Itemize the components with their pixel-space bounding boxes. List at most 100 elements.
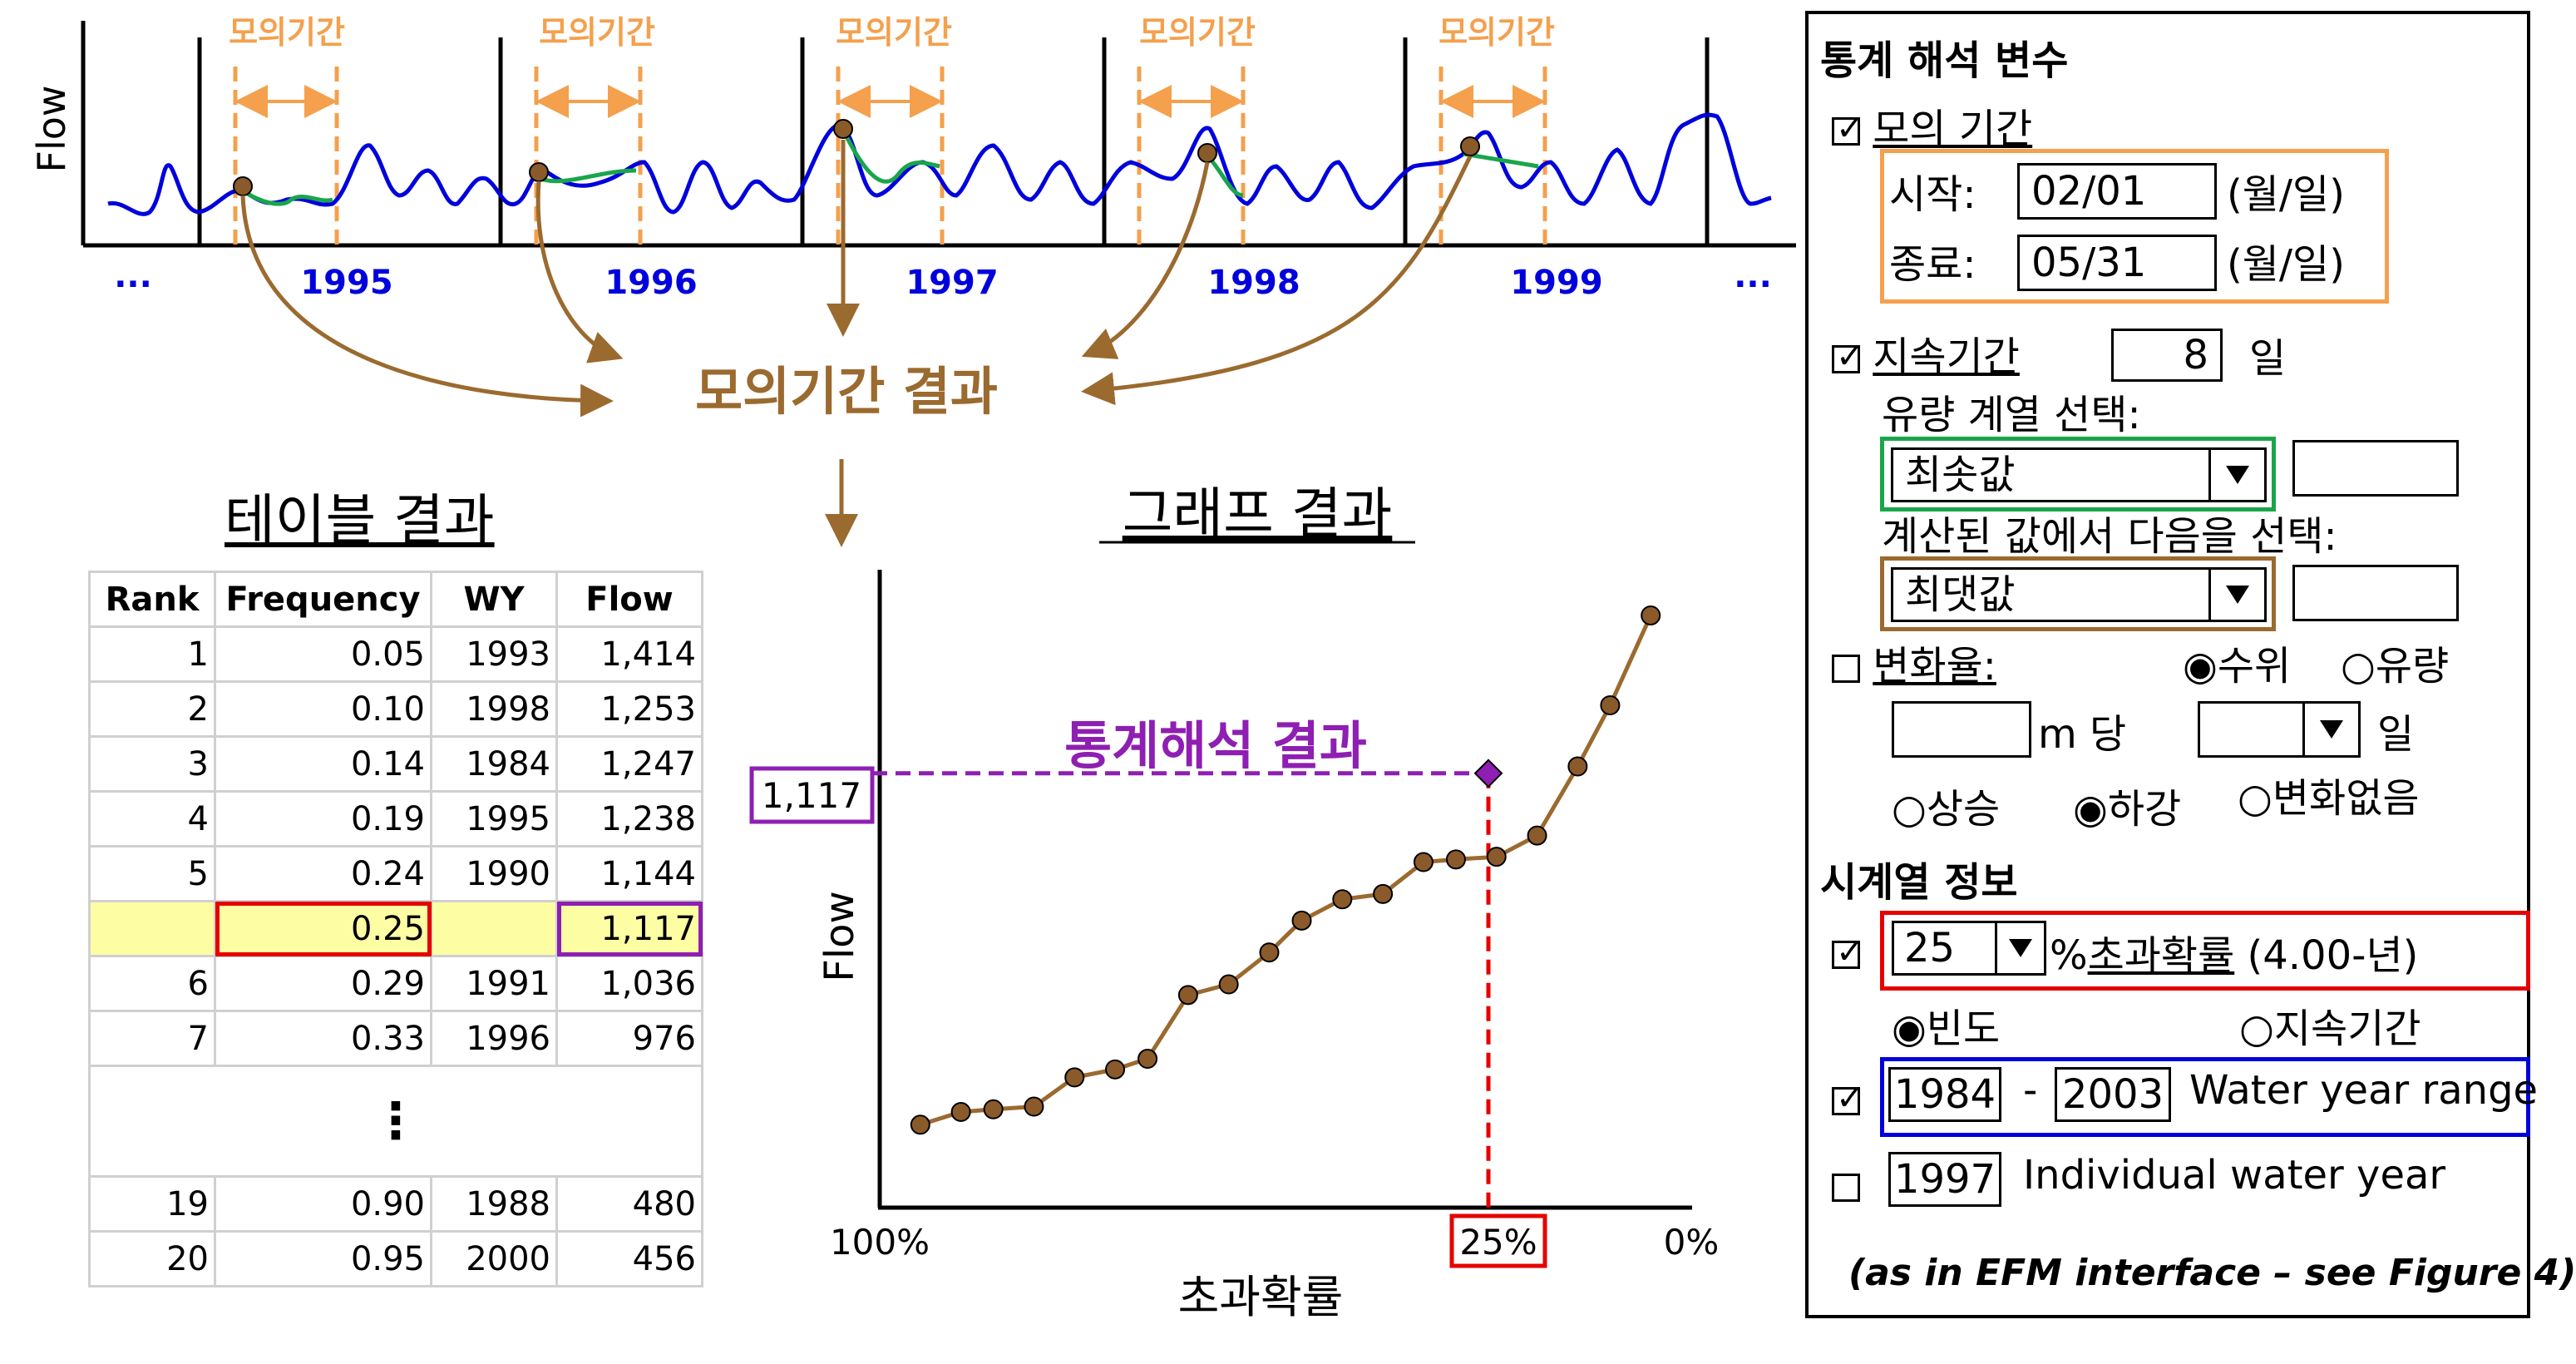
chart-point (1641, 605, 1661, 625)
flow-series-select[interactable]: 최솟값 (1891, 447, 2267, 502)
chart-point (950, 1101, 971, 1122)
ind-wy-label: Individual water year (2023, 1152, 2446, 1198)
end-date-value: 05/31 (2031, 240, 2147, 286)
highlight-point (1473, 759, 1503, 788)
ind-wy-value: 1997 (1893, 1156, 1996, 1203)
radio-duration[interactable]: ○지속기간 (2239, 996, 2421, 1054)
start-date-input[interactable]: 02/01 (2017, 163, 2217, 220)
calc-value: 최댓값 (1905, 571, 2016, 618)
table-row-gap: ⋮ (88, 1065, 703, 1178)
water-year-checkbox[interactable] (1832, 1080, 1864, 1118)
tick-label-0: 0% (1664, 1222, 1720, 1263)
wy-start-input[interactable]: 1984 (1888, 1067, 2001, 1122)
cell-wy: 1996 (430, 1010, 558, 1067)
year-label-1999: 1999 (1510, 264, 1602, 302)
cell-rank: 5 (88, 845, 216, 902)
flow-series-value: 최솟값 (1905, 452, 2016, 498)
water-year-checkbox-wrap (1832, 1075, 1864, 1122)
header-frequency: Frequency (214, 571, 432, 628)
cell-flow: 1,144 (555, 845, 703, 902)
ind-wy-input[interactable]: 1997 (1888, 1152, 2001, 1207)
radio-rise[interactable]: ○상승 (1892, 776, 2000, 834)
calc-select[interactable]: 최댓값 (1891, 567, 2267, 622)
cell-rank (88, 900, 216, 957)
timeseries-title: 시계열 정보 (1820, 859, 2018, 906)
change-rate-checkbox[interactable] (1832, 655, 1860, 683)
window-label-1997: 모의기간 (836, 14, 952, 51)
table-row: 19 0.90 1988 480 (88, 1175, 703, 1233)
start-unit-label: (월/일) (2227, 171, 2345, 218)
statistics-parameters-panel: 통계 해석 변수 모의 기간 시작: 02/01 (월/일) 종료: 05/31… (1805, 11, 2576, 1318)
chart-ylabel: Flow (817, 891, 863, 982)
ind-wy-checkbox-wrap (1832, 1162, 1860, 1208)
duration-row: 지속기간 (1832, 324, 2020, 382)
change-day-select[interactable] (2198, 701, 2361, 758)
cell-rank: 6 (88, 955, 216, 1012)
chart-point (1332, 889, 1353, 910)
chart-title: 그래프 결과 (1123, 482, 1393, 546)
chevron-down-icon[interactable] (1995, 923, 2044, 973)
header-rank: Rank (88, 571, 216, 628)
change-m-input[interactable] (1892, 701, 2031, 758)
table-row: 1 0.05 1993 1,414 (88, 625, 703, 683)
cell-rank: 1 (88, 625, 216, 683)
duration-checkbox[interactable] (1832, 338, 1864, 376)
cell-flow: 456 (555, 1230, 703, 1287)
tick-label-25: 25% (1459, 1222, 1537, 1263)
radio-fall[interactable]: ◉하강 (2073, 776, 2181, 834)
year-label-1995: 1995 (300, 264, 392, 302)
cell-frequency: 0.33 (214, 1010, 432, 1067)
cell-flow: 1,036 (555, 955, 703, 1012)
radio-frequency[interactable]: ◉빈도 (1892, 996, 2000, 1054)
radio-flow[interactable]: ○유량 (2341, 633, 2449, 691)
chevron-down-icon[interactable] (2208, 570, 2264, 620)
table-row: 7 0.33 1996 976 (88, 1010, 703, 1067)
end-date-input[interactable]: 05/31 (2017, 235, 2217, 291)
exceedance-text: %초과확률 (4.00-년) (2050, 922, 2418, 981)
flow-series-aux-input[interactable] (2292, 440, 2459, 497)
exceedance-checkbox-wrap (1832, 929, 1864, 976)
duration-value: 8 (2183, 332, 2208, 378)
chart-point (1567, 756, 1588, 777)
radio-selected-icon: ◉ (2183, 643, 2218, 689)
chart-point (983, 1099, 1004, 1119)
cell-rank: 20 (88, 1230, 216, 1287)
table-row: 3 0.14 1984 1,247 (88, 735, 703, 793)
ellipsis-right: ... (1734, 257, 1772, 295)
cell-wy: 1998 (430, 680, 558, 738)
chart-point (1137, 1049, 1158, 1070)
chart-point (1486, 847, 1507, 867)
calc-aux-input[interactable] (2292, 565, 2459, 621)
sim-period-checkbox[interactable] (1832, 110, 1864, 148)
duration-input[interactable]: 8 (2111, 329, 2223, 382)
exceedance-select[interactable]: 25 (1892, 921, 2046, 976)
table-header-row: Rank Frequency WY Flow (88, 571, 703, 628)
exceedance-checkbox[interactable] (1832, 933, 1864, 971)
chevron-down-icon[interactable] (2302, 704, 2358, 755)
cell-flow: 976 (555, 1010, 703, 1067)
duration-unit: 일 (2249, 335, 2287, 382)
chart-point (1413, 852, 1434, 872)
table-row: 5 0.24 1990 1,144 (88, 845, 703, 902)
radio-empty-icon: ○ (1892, 786, 1927, 833)
exceedance-suffix: (4.00-년) (2247, 932, 2419, 979)
chart-point (1218, 974, 1239, 995)
calc-group: 최댓값 (1880, 556, 2276, 631)
chart-point (1291, 910, 1312, 931)
chart-point (1024, 1096, 1044, 1117)
radio-frequency-label: 빈도 (1926, 1006, 2001, 1052)
chevron-down-icon[interactable] (2208, 450, 2264, 500)
cell-frequency: 0.95 (214, 1230, 432, 1287)
exceedance-value: 25 (1904, 925, 1956, 971)
exceedance-points (910, 605, 1661, 1135)
radio-duration-label: 지속기간 (2273, 1006, 2421, 1052)
cell-wy: 1990 (430, 845, 558, 902)
cell-wy: 1988 (430, 1175, 558, 1233)
ind-wy-checkbox[interactable] (1832, 1174, 1860, 1202)
wy-end-input[interactable]: 2003 (2055, 1067, 2171, 1122)
radio-stage[interactable]: ◉수위 (2183, 633, 2291, 691)
start-date-value: 02/01 (2031, 168, 2147, 215)
wy-end-value: 2003 (2061, 1071, 2164, 1118)
tick-label-100: 100% (830, 1222, 930, 1263)
radio-nochange[interactable]: ○변화없음 (2238, 776, 2429, 821)
